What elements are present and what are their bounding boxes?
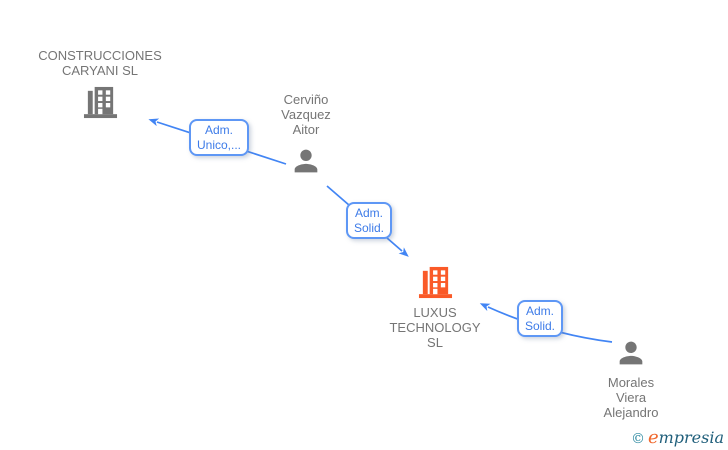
edge-label-adm-unico[interactable]: Adm. Unico,... (189, 119, 249, 156)
node-label: CONSTRUCCIONES CARYANI SL (38, 48, 162, 78)
brand-initial: e (647, 427, 659, 448)
edge-label-line: Adm. (525, 303, 554, 318)
node-label-line: CARYANI SL (61, 63, 139, 78)
node-label-line: Alejandro (603, 405, 659, 420)
building-icon (83, 86, 117, 119)
node-label-line: Vazquez (281, 107, 331, 122)
node-label-line: Viera (615, 390, 647, 405)
node-label: Morales Viera Alejandro (604, 375, 659, 420)
node-label: LUXUS TECHNOLOGY SL (389, 305, 480, 350)
edge-label-line: Solid. (524, 318, 556, 333)
person-icon (619, 341, 643, 365)
node-cervino-vazquez-aitor[interactable]: Cerviño Vazquez Aitor (246, 92, 366, 178)
brand-name: mpresia (658, 428, 724, 447)
node-label-line: Aitor (292, 122, 320, 137)
building-icon (418, 266, 452, 299)
edge-label-line: Adm. (204, 122, 233, 137)
node-label-line: Morales (607, 375, 655, 390)
node-luxus-technology[interactable]: LUXUS TECHNOLOGY SL (375, 265, 495, 350)
node-label-line: TECHNOLOGY (389, 320, 481, 335)
node-morales-viera-alejandro[interactable]: Morales Viera Alejandro (571, 336, 691, 420)
node-construcciones-caryani[interactable]: CONSTRUCCIONES CARYANI SL (30, 48, 170, 120)
empresia-logo[interactable]: ©empresia (631, 427, 724, 448)
edge-label-adm-solid-1[interactable]: Adm. Solid. (346, 202, 392, 239)
person-icon (294, 149, 318, 173)
copyright-icon: © (630, 431, 645, 447)
node-label-line: CONSTRUCCIONES (38, 48, 162, 63)
edge-label-line: Adm. (354, 205, 383, 220)
edge-label-line: Solid. (353, 220, 385, 235)
node-label-line: Cerviño (283, 92, 329, 107)
node-label: Cerviño Vazquez Aitor (281, 92, 331, 137)
node-label-line: LUXUS (413, 305, 457, 320)
edge-label-line: Unico,... (196, 137, 241, 152)
node-label-line: SL (427, 335, 443, 350)
edge-label-adm-solid-2[interactable]: Adm. Solid. (517, 300, 563, 337)
